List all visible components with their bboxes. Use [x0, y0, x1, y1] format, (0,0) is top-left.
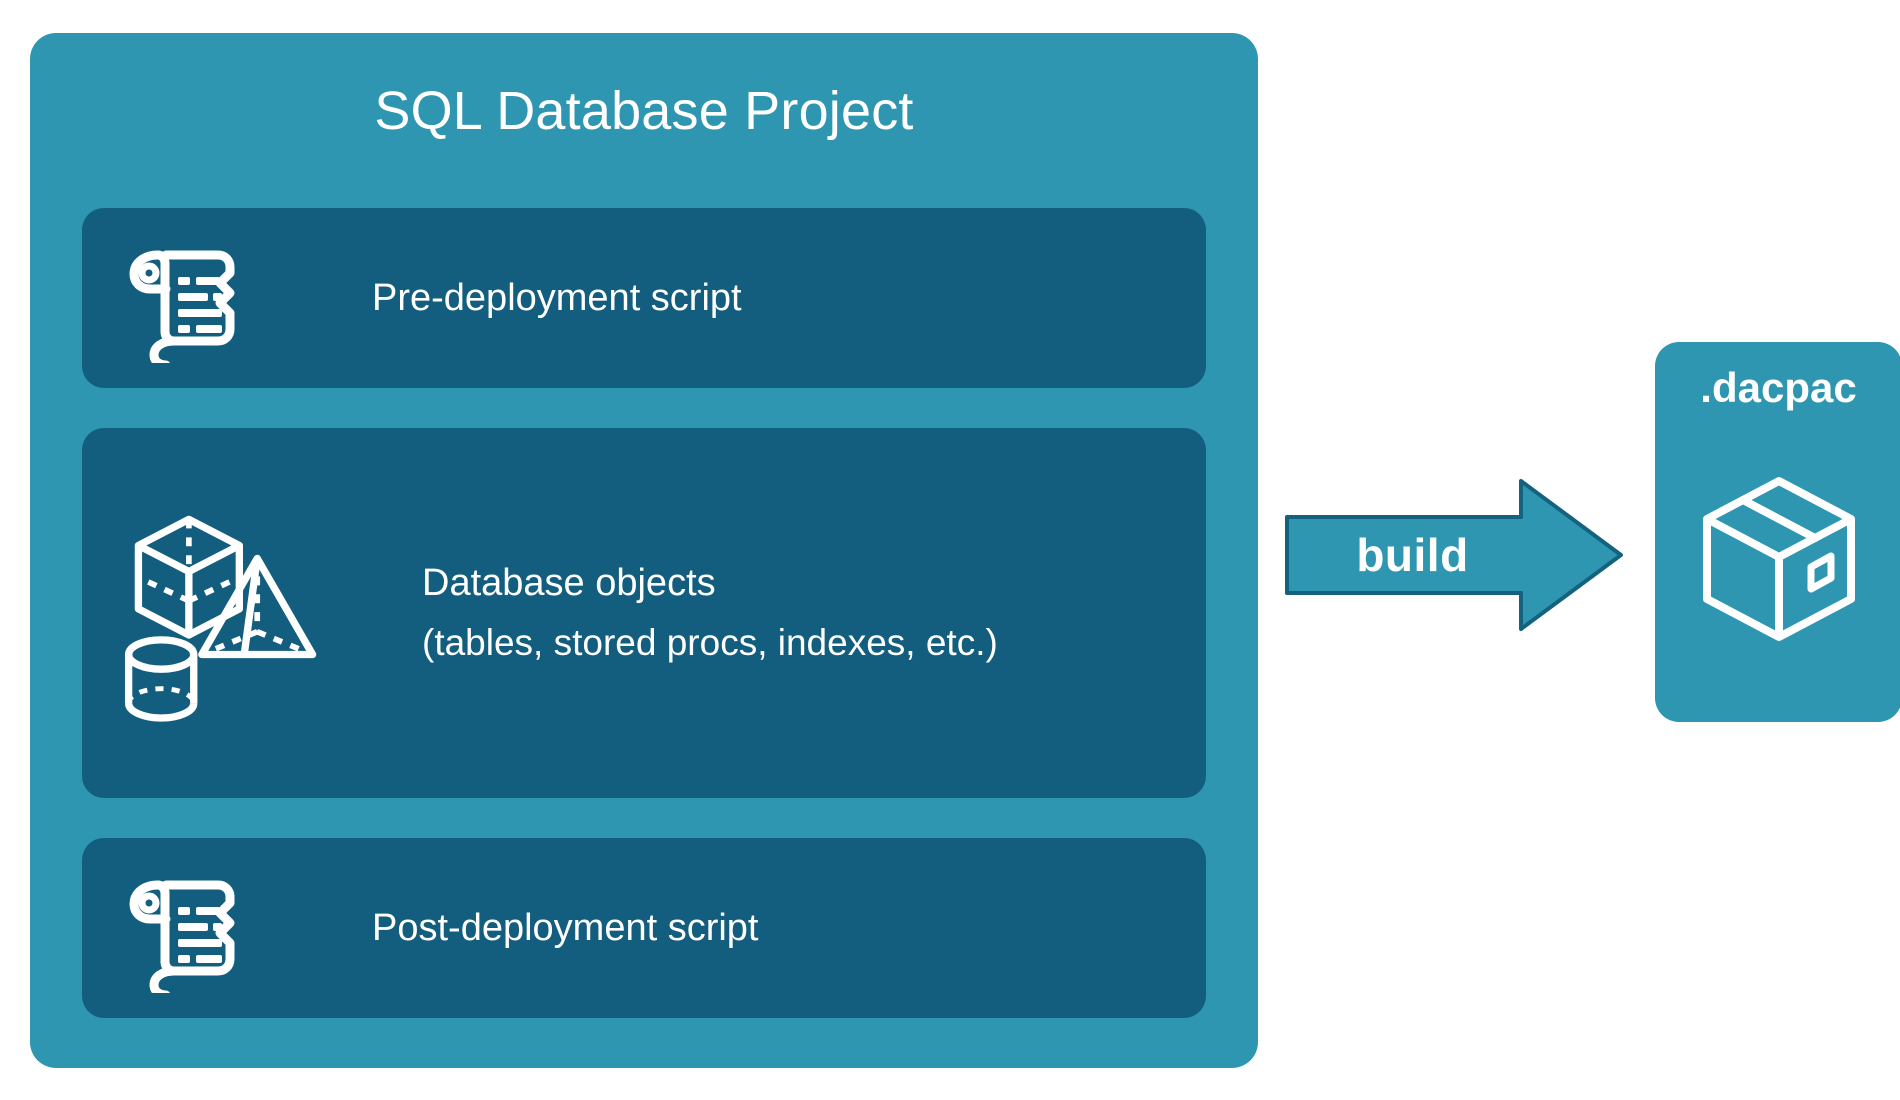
post-deployment-text: Post-deployment script: [372, 907, 759, 949]
scroll-icon-post: [100, 838, 350, 1018]
panel-label-database-objects: Database objects (tables, stored procs, …: [422, 428, 998, 798]
project-title: SQL Database Project: [374, 81, 914, 141]
cube-icon: [134, 515, 243, 639]
cylinder-icon: [124, 636, 198, 722]
panel-pre-deployment-script[interactable]: Pre-deployment script: [82, 208, 1206, 388]
panel-label-pre-deployment: Pre-deployment script: [372, 208, 742, 388]
database-objects-text-line1: Database objects: [422, 562, 716, 604]
panel-database-objects[interactable]: Database objects (tables, stored procs, …: [82, 428, 1206, 798]
scroll-icon-pre: [100, 208, 350, 388]
dacpac-output-card: .dacpac: [1655, 342, 1900, 722]
panel-post-deployment-script[interactable]: Post-deployment script: [82, 838, 1206, 1018]
build-arrow: [1285, 475, 1625, 635]
pyramid-icon: [198, 554, 317, 659]
package-box-icon: [1655, 434, 1900, 684]
database-objects-icon-group: [100, 428, 350, 798]
panel-label-post-deployment: Post-deployment script: [372, 838, 759, 1018]
sql-database-project-card: SQL Database Project: [30, 33, 1258, 1068]
pre-deployment-text: Pre-deployment script: [372, 277, 742, 319]
database-objects-text-line2: (tables, stored procs, indexes, etc.): [422, 622, 998, 663]
dacpac-title: .dacpac: [1700, 364, 1857, 411]
